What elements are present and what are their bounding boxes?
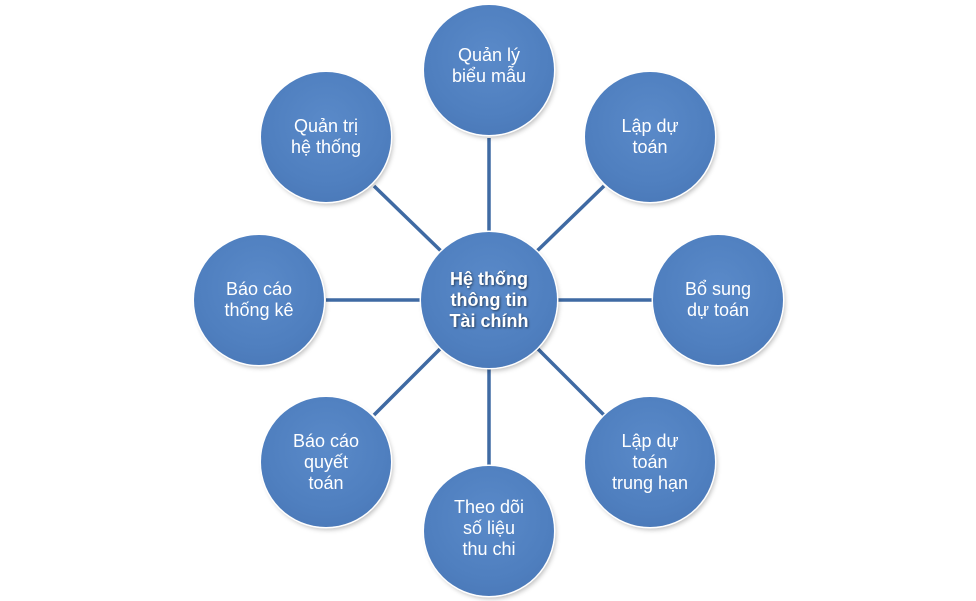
connector-lap-du-toan bbox=[535, 184, 606, 253]
node-theo-doi-so-lieu-thu-chi: Theo dõi số liệu thu chi bbox=[424, 466, 554, 596]
node-quan-tri-he-thong: Quản trị hệ thống bbox=[261, 72, 391, 202]
node-lap-du-toan-trung-han: Lập dự toán trung hạn bbox=[585, 397, 715, 527]
node-quan-ly-bieu-mau: Quản lý biểu mẫu bbox=[424, 5, 554, 135]
center-node-label: Hệ thống thông tin Tài chính bbox=[449, 268, 529, 331]
connector-quan-tri-he-thong bbox=[372, 184, 443, 253]
node-bao-cao-thong-ke: Báo cáo thống kê bbox=[194, 235, 324, 365]
node-label: Quản trị hệ thống bbox=[290, 116, 362, 157]
node-lap-du-toan: Lập dự toán bbox=[585, 72, 715, 202]
connector-lap-du-toan-trung-han bbox=[535, 346, 606, 417]
node-label: Bổ sung dự toán bbox=[684, 279, 752, 320]
node-bao-cao-quyet-toan: Báo cáo quyết toán bbox=[261, 397, 391, 527]
node-label: Báo cáo quyết toán bbox=[292, 430, 360, 493]
node-label: Quản lý biểu mẫu bbox=[451, 45, 527, 86]
node-label: Lập dự toán trung hạn bbox=[611, 430, 689, 493]
connector-bao-cao-quyet-toan bbox=[372, 346, 443, 417]
node-label: Lập dự toán bbox=[621, 116, 679, 157]
center-node: Hệ thống thông tin Tài chính bbox=[421, 232, 557, 368]
node-label: Báo cáo thống kê bbox=[224, 279, 294, 320]
node-bo-sung-du-toan: Bổ sung dự toán bbox=[653, 235, 783, 365]
node-label: Theo dõi số liệu thu chi bbox=[453, 496, 525, 559]
